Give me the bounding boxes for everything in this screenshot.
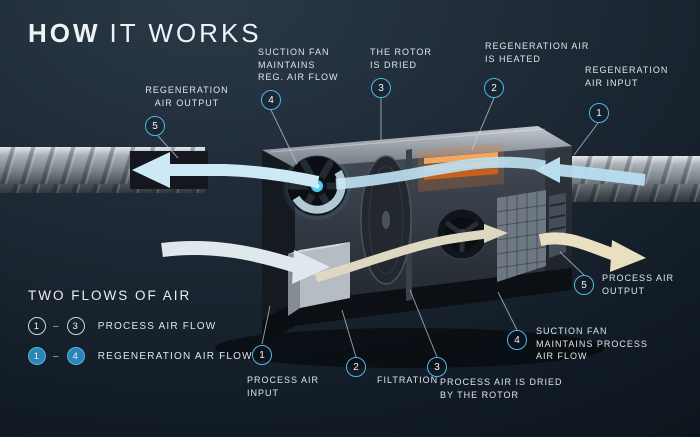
callout-number-5-top: 5 bbox=[145, 116, 165, 136]
callout-label-regeneration-air-output: REGENERATION AIR OUTPUT bbox=[145, 85, 229, 108]
title-rest: IT WORKS bbox=[109, 18, 262, 48]
callout-label-regeneration-air-heated: REGENERATION AIR IS HEATED bbox=[485, 41, 590, 64]
callout-label-suction-fan-reg: SUCTION FAN MAINTAINS REG. AIR FLOW bbox=[258, 47, 339, 83]
legend-number-to-regen: 4 bbox=[66, 347, 85, 365]
legend-number-from-regen: 1 bbox=[28, 347, 46, 365]
leader-lines bbox=[157, 97, 599, 358]
legend-dash: – bbox=[53, 320, 60, 332]
process-flow-arrows bbox=[161, 224, 646, 284]
regeneration-flow-arrows bbox=[132, 152, 646, 214]
callout-number-3-bottom: 3 bbox=[427, 357, 447, 377]
legend-row-regeneration: 1 – 4 REGENERATION AIR FLOW bbox=[28, 347, 253, 365]
callout-label-rotor-is-dried: THE ROTOR IS DRIED bbox=[370, 47, 432, 70]
legend-number-to-process: 3 bbox=[66, 317, 85, 335]
callout-number-2-top: 2 bbox=[484, 78, 504, 98]
legend-row-process: 1 – 3 PROCESS AIR FLOW bbox=[28, 317, 253, 335]
callout-label-filtration: FILTRATION bbox=[377, 375, 439, 385]
callout-number-1-bottom: 1 bbox=[252, 345, 272, 365]
title-bold: HOW bbox=[28, 18, 101, 48]
page-title: HOW IT WORKS bbox=[28, 18, 262, 49]
legend-label-process: PROCESS AIR FLOW bbox=[97, 320, 217, 332]
callout-number-1-top: 1 bbox=[589, 103, 609, 123]
callout-number-5-bottom: 5 bbox=[574, 275, 594, 295]
legend: TWO FLOWS OF AIR 1 – 3 PROCESS AIR FLOW … bbox=[28, 288, 253, 377]
callout-number-4-top: 4 bbox=[261, 90, 281, 110]
callout-label-process-air-input: PROCESS AIR INPUT bbox=[247, 375, 320, 398]
legend-label-regen: REGENERATION AIR FLOW bbox=[97, 350, 253, 362]
legend-number-from-process: 1 bbox=[28, 317, 46, 335]
legend-dash: – bbox=[53, 350, 60, 362]
callout-number-2-bottom: 2 bbox=[346, 357, 366, 377]
callout-number-4-bottom: 4 bbox=[507, 330, 527, 350]
callout-label-suction-fan-process: SUCTION FAN MAINTAINS PROCESS AIR FLOW bbox=[536, 326, 648, 362]
callout-number-3-top: 3 bbox=[371, 78, 391, 98]
callout-label-regeneration-air-input: REGENERATION AIR INPUT bbox=[585, 65, 669, 88]
legend-heading: TWO FLOWS OF AIR bbox=[28, 288, 192, 303]
callout-label-process-air-dried: PROCESS AIR IS DRIED BY THE ROTOR bbox=[440, 377, 563, 400]
callout-label-process-air-output: PROCESS AIR OUTPUT bbox=[602, 273, 675, 296]
